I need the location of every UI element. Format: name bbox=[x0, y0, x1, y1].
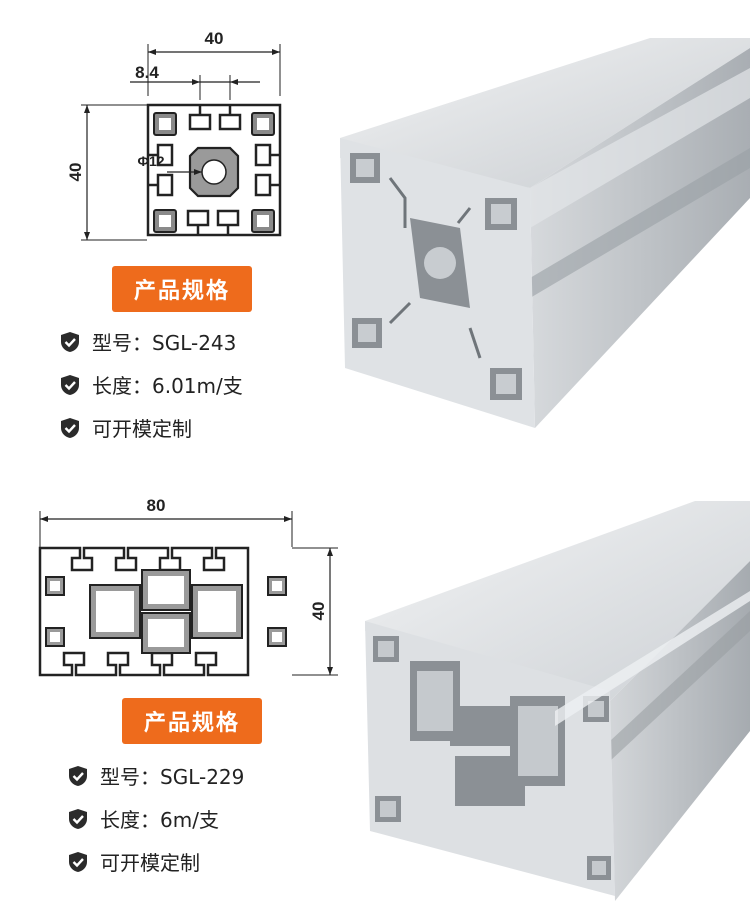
aluminum-profile-4040-photo bbox=[340, 38, 750, 428]
shield-check-icon bbox=[69, 808, 87, 829]
spec-value: SGL-243 bbox=[152, 331, 237, 355]
shield-check-icon bbox=[61, 331, 79, 352]
dim-height-label: 40 bbox=[309, 602, 328, 621]
profile-drawing-80x40: 80 40 bbox=[38, 496, 338, 677]
spec-item-model: 型号：SGL-243 bbox=[60, 320, 243, 363]
spec-label: 型号： bbox=[100, 765, 160, 789]
spec-label: 长度： bbox=[100, 808, 160, 832]
spec-list: 型号：SGL-243 长度：6.01m/支 可开模定制 bbox=[60, 320, 243, 449]
spec-item-custom: 可开模定制 bbox=[68, 840, 244, 883]
dim-width-label: 80 bbox=[147, 496, 166, 515]
spec-item-length: 长度：6.01m/支 bbox=[60, 363, 243, 406]
spec-value: SGL-229 bbox=[160, 765, 245, 789]
dim-width-label: 40 bbox=[205, 29, 224, 48]
dim-height-label: 40 bbox=[66, 163, 85, 182]
spec-badge-label: 产品规格 bbox=[133, 279, 230, 304]
dim-bore-label: Φ12 bbox=[137, 153, 164, 169]
spec-badge-label: 产品规格 bbox=[143, 711, 240, 736]
aluminum-profile-8040-photo bbox=[365, 501, 750, 901]
product-section-1: 40 8.4 40 bbox=[60, 29, 750, 449]
shield-check-icon bbox=[69, 765, 87, 786]
spec-value: 6m/支 bbox=[160, 808, 219, 832]
dim-slot-label: 8.4 bbox=[135, 63, 159, 82]
spec-list: 型号：SGL-229 长度：6m/支 可开模定制 bbox=[68, 754, 244, 883]
spec-item-custom: 可开模定制 bbox=[60, 406, 243, 449]
spec-value: 6.01m/支 bbox=[152, 374, 243, 398]
spec-badge: 产品规格 bbox=[122, 698, 262, 744]
spec-label: 可开模定制 bbox=[100, 851, 200, 875]
shield-check-icon bbox=[61, 417, 79, 438]
spec-item-length: 长度：6m/支 bbox=[68, 797, 244, 840]
product-section-2: 80 40 bbox=[0, 451, 750, 902]
spec-item-model: 型号：SGL-229 bbox=[68, 754, 244, 797]
profile-drawing-40x40: 40 8.4 40 bbox=[66, 29, 282, 241]
spec-label: 型号： bbox=[92, 331, 152, 355]
spec-badge: 产品规格 bbox=[112, 266, 252, 312]
shield-check-icon bbox=[61, 374, 79, 395]
spec-label: 可开模定制 bbox=[92, 417, 192, 441]
spec-label: 长度： bbox=[92, 374, 152, 398]
shield-check-icon bbox=[69, 851, 87, 872]
